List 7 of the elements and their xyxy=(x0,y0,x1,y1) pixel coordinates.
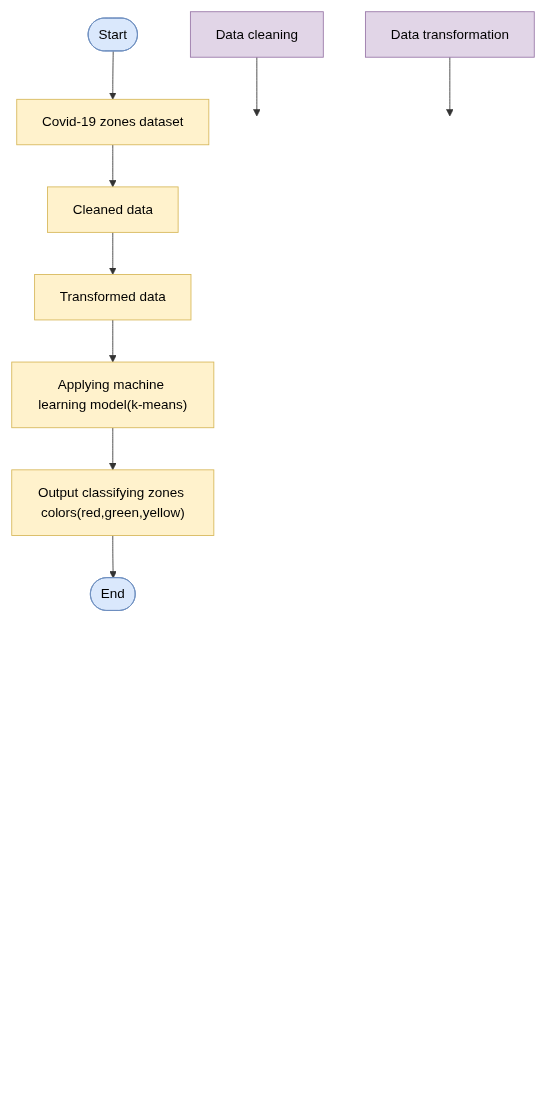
node-box: Transformed data xyxy=(34,274,192,321)
node-box: Applying machine learning model(k-means) xyxy=(11,361,215,429)
node-box: Data transformation xyxy=(364,11,535,58)
node-box: Output classifying zones colors(red,green,yellow) xyxy=(11,469,215,536)
node-box: Cleaned data xyxy=(47,186,179,233)
node-box: Covid-19 zones dataset xyxy=(16,98,210,146)
node-box: Data cleaning xyxy=(189,11,324,58)
